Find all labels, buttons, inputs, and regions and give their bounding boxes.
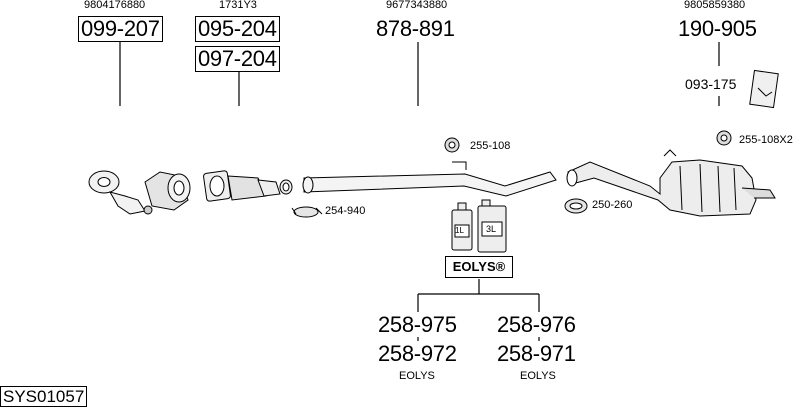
part-eolys-4[interactable]: 258-971 [497, 341, 576, 366]
clamp-2 [564, 198, 588, 214]
eolys-label-1: EOLYS [399, 370, 435, 382]
part-eolys-2[interactable]: 258-972 [378, 341, 457, 366]
eolys-can-large [477, 199, 507, 253]
rear-silencer-part [566, 149, 776, 217]
part-eolys-1[interactable]: 258-975 [378, 312, 457, 337]
part-clamp-2[interactable]: 250-260 [592, 199, 633, 211]
part-rear-silencer[interactable]: 190-905 [678, 16, 757, 41]
oe-number-rear-silencer: 9805859380 [684, 0, 746, 11]
eolys-brand-box: EOLYS® [445, 256, 513, 278]
part-hanger[interactable]: 093-175 [685, 76, 737, 92]
clamp-1 [291, 206, 323, 218]
part-rubber-mount-1[interactable]: 255-108 [470, 140, 511, 152]
catalyst-part [88, 170, 191, 215]
eolys-can-small-label: 1L [455, 226, 464, 235]
eolys-can-large-label: 3L [486, 224, 497, 234]
hanger-part [749, 69, 779, 109]
oe-number-catalyst: 9804176880 [84, 0, 146, 11]
system-id: SYS01057 [0, 386, 88, 407]
rubber-mount-2 [716, 130, 732, 146]
rubber-mount-1 [444, 137, 460, 153]
part-filter-1[interactable]: 095-204 [195, 16, 280, 42]
particulate-filter-part [203, 170, 293, 202]
part-filter-2[interactable]: 097-204 [195, 46, 280, 72]
eolys-can-small [451, 202, 473, 251]
part-catalyst[interactable]: 099-207 [78, 16, 163, 42]
part-rubber-mount-2[interactable]: 255-108X2 [739, 134, 793, 146]
oe-number-filter: 1731Y3 [219, 0, 257, 11]
oe-number-middle-pipe: 9677343880 [386, 0, 448, 11]
part-eolys-3[interactable]: 258-976 [497, 312, 576, 337]
part-clamp-1[interactable]: 254-940 [325, 205, 366, 217]
eolys-label-2: EOLYS [520, 370, 556, 382]
middle-pipe-part [302, 161, 557, 197]
part-middle-pipe[interactable]: 878-891 [376, 16, 455, 41]
